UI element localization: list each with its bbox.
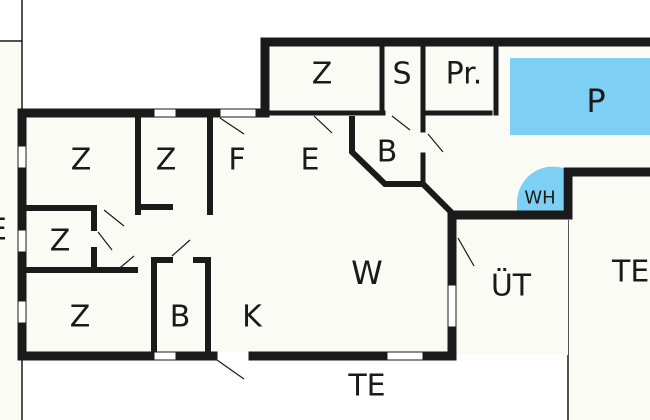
room-label-z: Z (70, 300, 91, 335)
terrace-area (570, 175, 650, 420)
room-label-f: F (228, 143, 245, 178)
terrace-label: TE (347, 369, 385, 404)
room-label-b: B (170, 300, 191, 335)
terrace-area (0, 40, 22, 420)
room-label-z: Z (312, 57, 333, 92)
room-label-z: Z (71, 143, 92, 178)
room-label-e: E (301, 143, 320, 178)
room-label-z: Z (50, 224, 71, 259)
terrace-label-partial: E (0, 213, 7, 248)
room-label-b: B (377, 135, 398, 170)
doors (97, 113, 475, 380)
room-label-w: W (351, 254, 383, 292)
room-label-k: K (242, 300, 263, 335)
floor (22, 42, 650, 352)
pool (510, 58, 650, 135)
room-label-z: Z (156, 143, 177, 178)
room-label-ut: ÜT (491, 268, 532, 304)
whirlpool (517, 166, 563, 212)
windows (17, 108, 457, 361)
pool-label: P (586, 82, 605, 120)
walls (17, 37, 650, 361)
room-label-s: S (392, 57, 411, 92)
whirlpool-label: WH (524, 188, 555, 209)
room-label-pr: Pr. (446, 57, 483, 92)
floor (455, 215, 568, 355)
terrace-label: TE (611, 255, 649, 290)
